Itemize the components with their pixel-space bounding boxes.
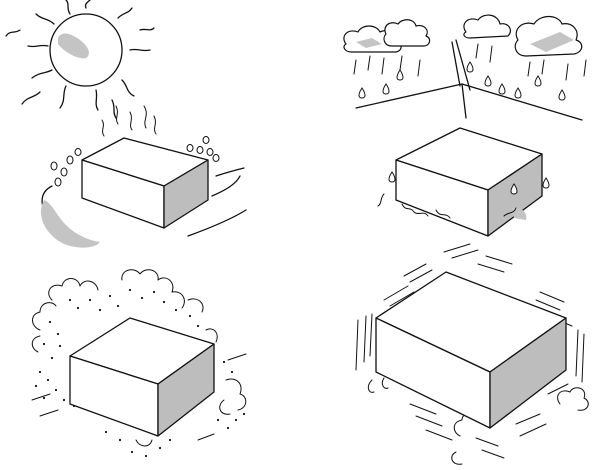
box-vibration — [376, 272, 566, 428]
box-rain — [396, 128, 542, 236]
panel-sun-heat — [6, 0, 246, 248]
panel-dust — [32, 270, 246, 457]
panel-rain — [344, 15, 586, 236]
box-dust — [70, 318, 214, 436]
rain-cloud-icon — [344, 15, 582, 56]
panel-vibration — [356, 244, 588, 464]
sun-icon — [6, 0, 154, 118]
